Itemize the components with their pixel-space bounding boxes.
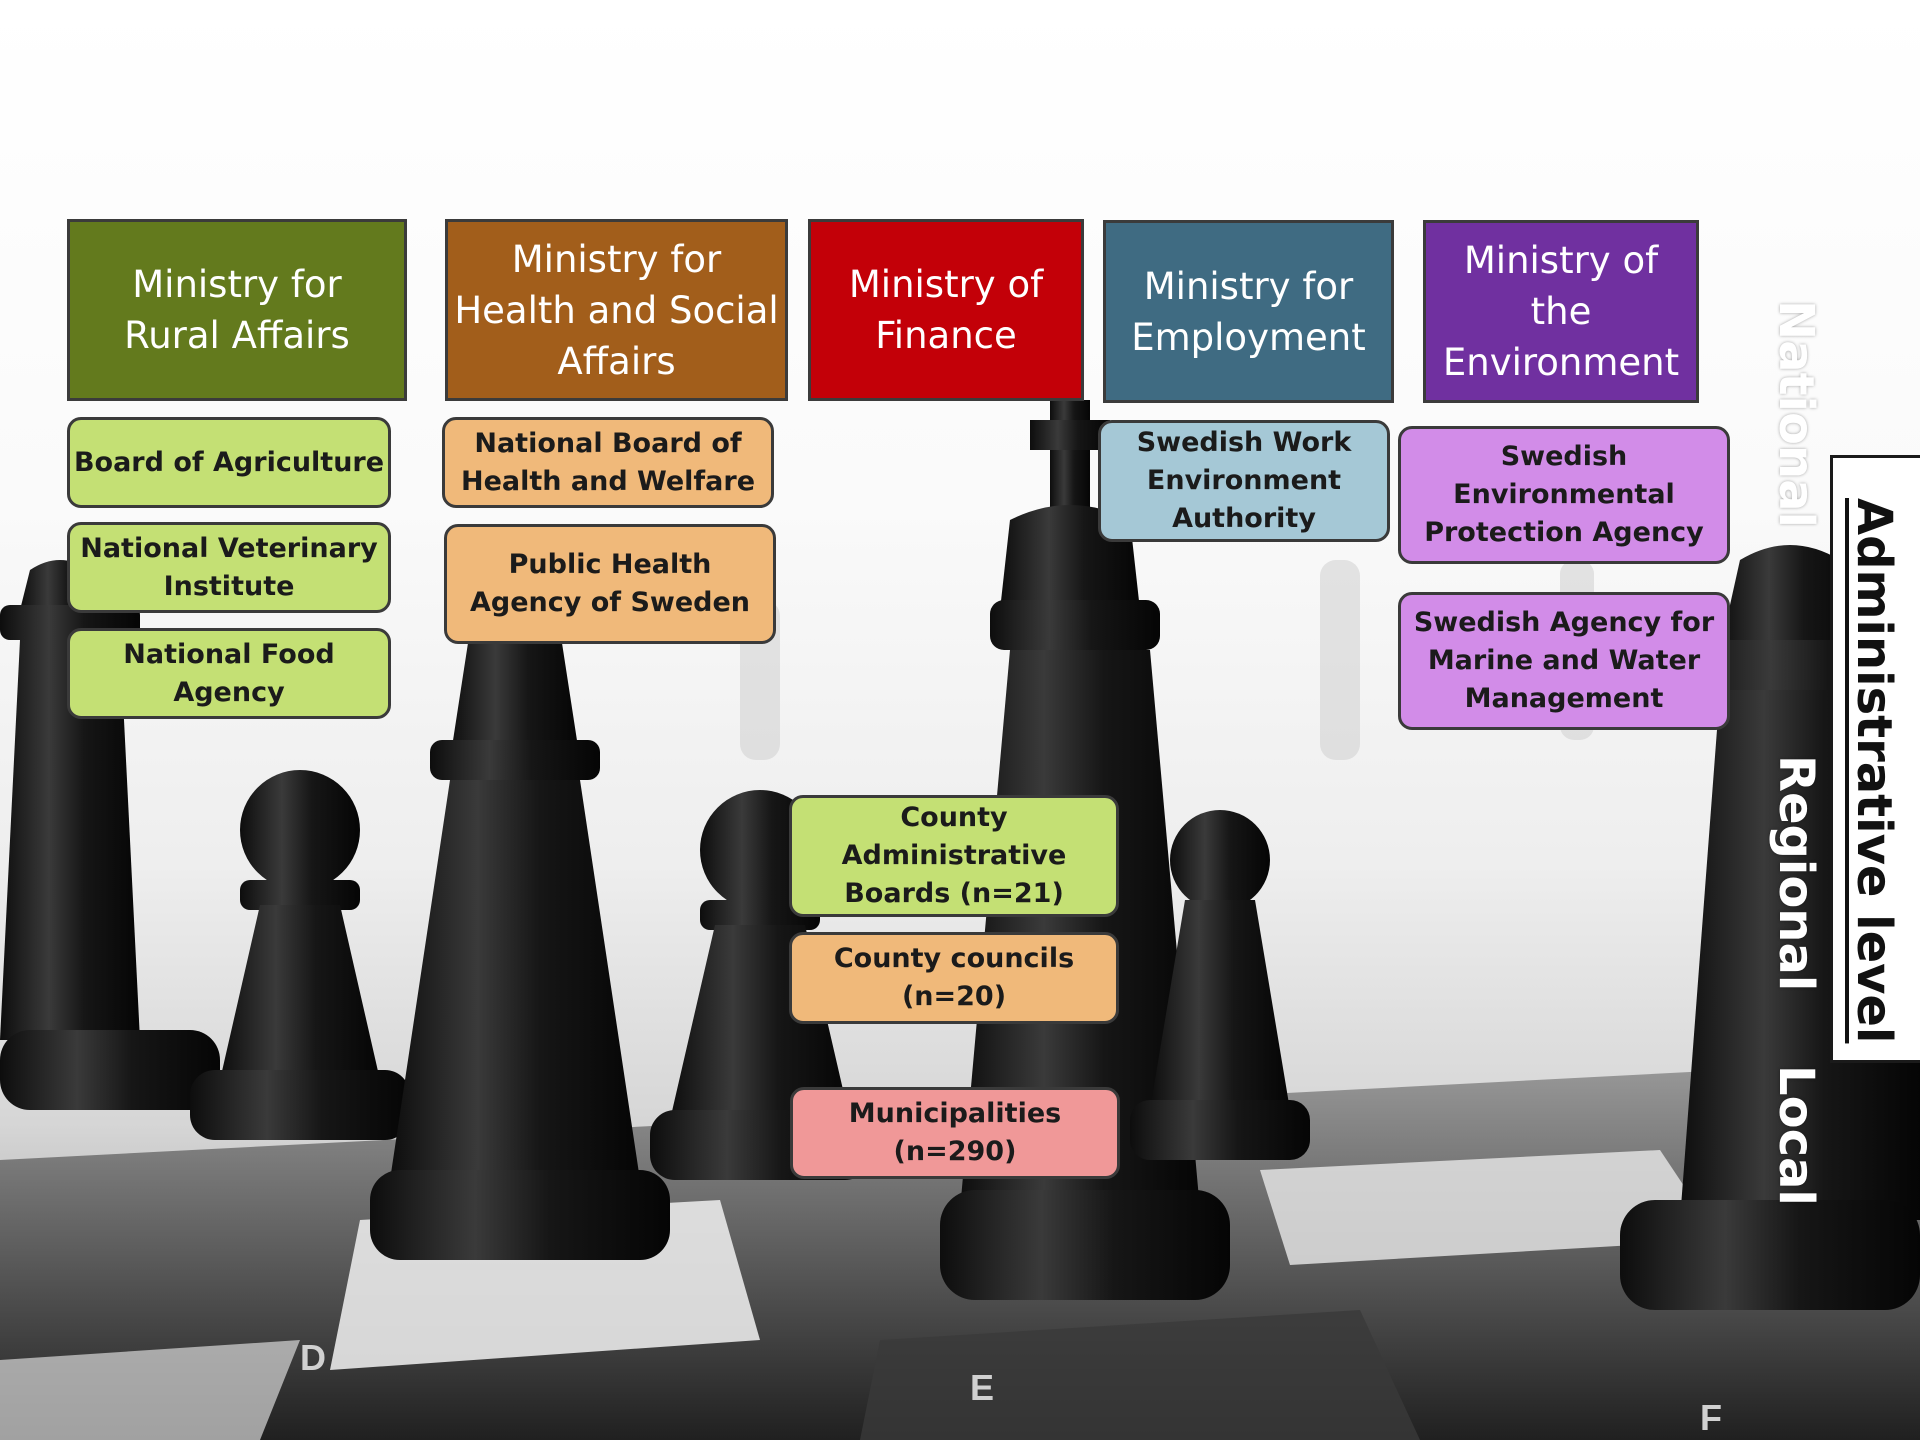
- agency-national-food-agency: National Food Agency: [67, 628, 391, 719]
- agency-marine-water-management: Swedish Agency for Marine and Water Mana…: [1398, 592, 1730, 730]
- administrative-level-title: Administrative level: [1846, 498, 1902, 1044]
- regional-county-councils: County councils (n=20): [789, 932, 1119, 1024]
- agency-swedish-epa: Swedish Environmental Protection Agency: [1398, 426, 1730, 564]
- ministry-finance: Ministry of Finance: [808, 219, 1084, 401]
- ministry-rural-affairs: Ministry for Rural Affairs: [67, 219, 407, 401]
- board-letter-f: F: [1700, 1397, 1722, 1438]
- board-letter-e: E: [970, 1367, 994, 1408]
- administrative-level-panel: [1830, 455, 1920, 1063]
- regional-county-administrative-boards: County Administrative Boards (n=21): [789, 795, 1119, 917]
- agency-public-health-agency: Public Health Agency of Sweden: [444, 524, 776, 644]
- ministry-employment: Ministry for Employment: [1103, 220, 1394, 403]
- agency-board-of-agriculture: Board of Agriculture: [67, 417, 391, 508]
- board-letter-d: D: [300, 1337, 326, 1378]
- local-municipalities: Municipalities (n=290): [790, 1087, 1120, 1179]
- level-label-local: Local: [1768, 1065, 1824, 1206]
- agency-national-board-health-welfare: National Board of Health and Welfare: [442, 417, 774, 508]
- ministry-health-social-affairs: Ministry for Health and Social Affairs: [445, 219, 788, 401]
- level-label-national: National: [1768, 300, 1824, 528]
- agency-national-veterinary-institute: National Veterinary Institute: [67, 522, 391, 613]
- level-label-regional: Regional: [1768, 755, 1824, 992]
- agency-swedish-work-environment-authority: Swedish Work Environment Authority: [1098, 420, 1390, 542]
- ministry-environment: Ministry of the Environment: [1423, 220, 1699, 403]
